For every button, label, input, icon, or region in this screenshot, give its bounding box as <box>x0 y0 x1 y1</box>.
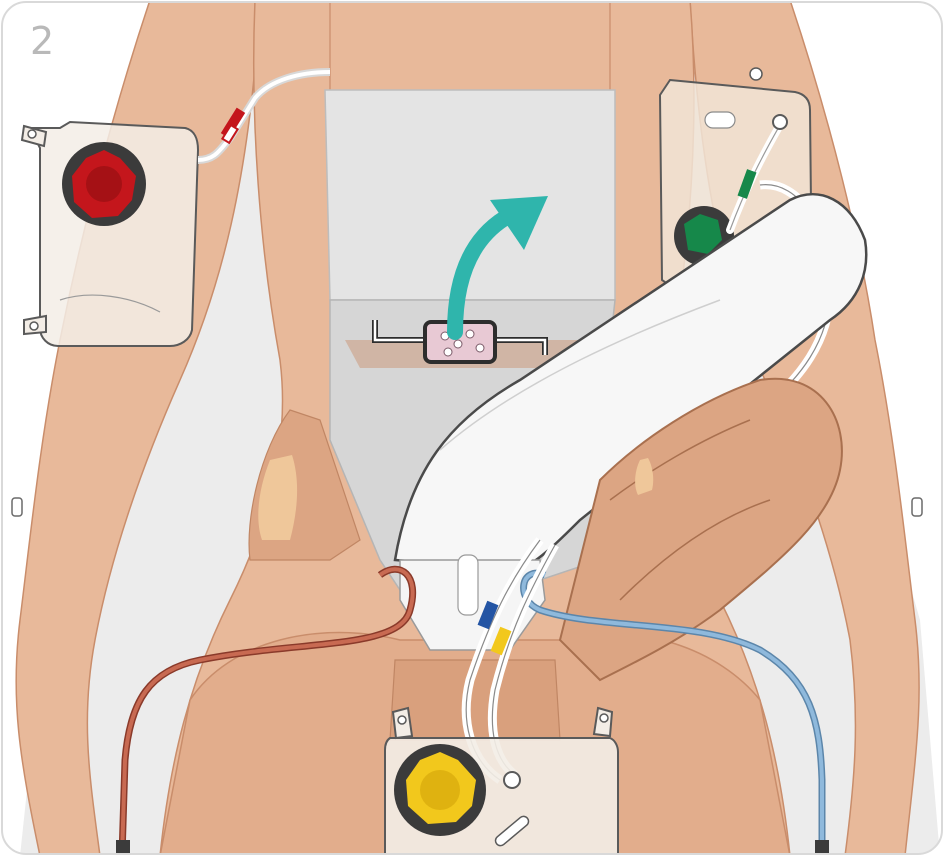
right-arm-pin <box>912 498 922 516</box>
port-icon <box>773 115 787 129</box>
step-number: 2 <box>30 22 54 60</box>
insert-valve <box>458 555 478 615</box>
yellow-reservoir-cap-icon <box>394 744 486 836</box>
red-reservoir-cap-icon <box>62 142 146 226</box>
left-arm-pin <box>12 498 22 516</box>
